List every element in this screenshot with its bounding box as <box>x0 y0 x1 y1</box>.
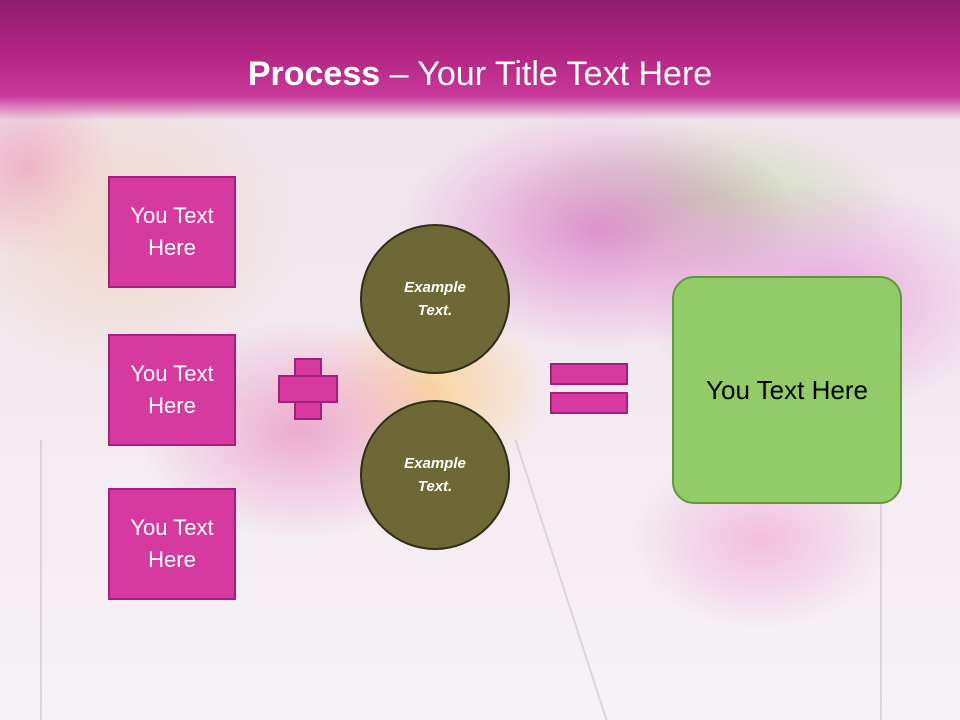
equals-bottom-bar <box>550 392 628 414</box>
left-text-box-1[interactable]: You Text Here <box>108 176 236 288</box>
title-band <box>0 0 960 120</box>
result-text-box[interactable]: You Text Here <box>672 276 902 504</box>
wood-plank-line <box>40 440 42 720</box>
slide-title[interactable]: Process – Your Title Text Here <box>0 52 960 96</box>
title-bold: Process <box>247 55 381 93</box>
example-circle-1[interactable]: Example Text. <box>360 224 510 374</box>
left-text-box-2[interactable]: You Text Here <box>108 334 236 446</box>
equals-top-bar <box>550 363 628 385</box>
title-text: – Your Title Text Here <box>380 55 713 93</box>
wood-plank-line <box>880 440 882 720</box>
plus-center-fill <box>296 377 320 401</box>
example-circle-2[interactable]: Example Text. <box>360 400 510 550</box>
wood-plank-line <box>514 440 608 720</box>
left-text-box-3[interactable]: You Text Here <box>108 488 236 600</box>
